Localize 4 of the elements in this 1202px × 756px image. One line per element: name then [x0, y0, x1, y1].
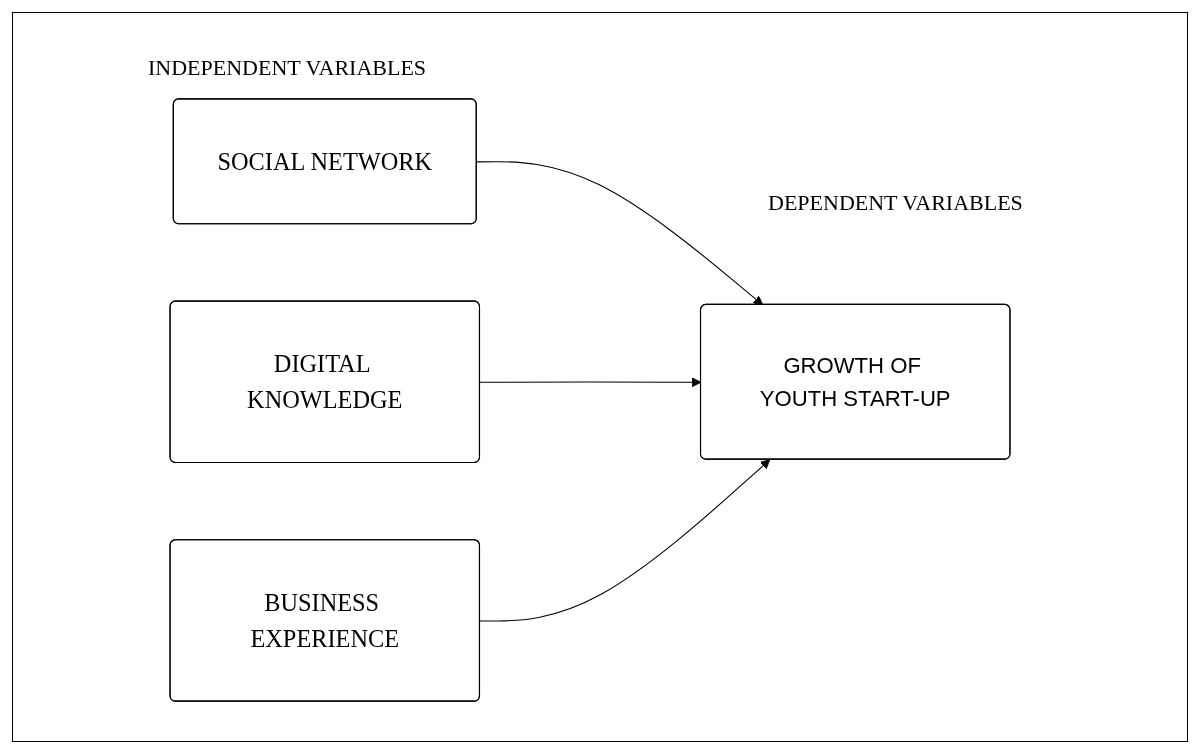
- column-heading: DEPENDENT VARIABLES: [768, 190, 1023, 216]
- arrow: [479, 459, 771, 622]
- arrow: [476, 161, 764, 306]
- column-heading: INDEPENDENT VARIABLES: [148, 55, 427, 81]
